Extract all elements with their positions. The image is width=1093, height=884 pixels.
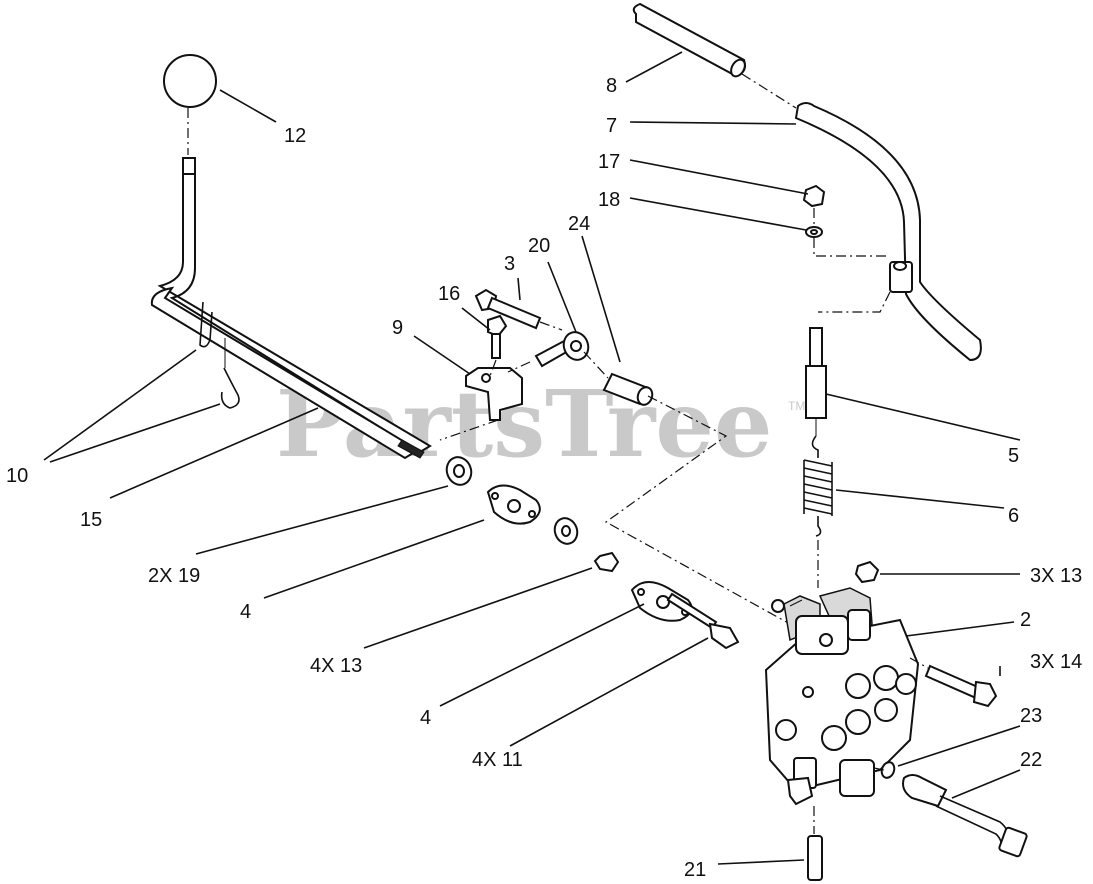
callout-17: 17 <box>598 151 620 173</box>
callout-10: 10 <box>6 465 28 487</box>
part-22-switch-harness[interactable] <box>873 767 1028 858</box>
part-10-hairpin-clip[interactable] <box>199 301 240 409</box>
callout-18: 18 <box>598 189 620 211</box>
part-21-plug[interactable] <box>807 806 823 881</box>
part-11-bolt[interactable] <box>666 592 740 650</box>
part-5-rod[interactable] <box>805 327 827 436</box>
callout-15: 15 <box>80 509 102 531</box>
callout-24: 24 <box>568 213 590 235</box>
part-13-nut-b[interactable] <box>854 560 880 584</box>
part-2-control-valve[interactable] <box>764 587 920 806</box>
callout-4x-11: 4X 11 <box>472 749 523 771</box>
callout-20: 20 <box>528 235 550 257</box>
callout-7: 7 <box>606 115 617 137</box>
part-20-rod-end[interactable] <box>507 329 592 373</box>
part-14-bolt[interactable] <box>909 657 998 708</box>
callout-9: 9 <box>392 317 403 339</box>
part-9-bracket[interactable] <box>439 367 523 441</box>
part-15-lever-shaft[interactable] <box>150 157 432 460</box>
part-13-nut-a[interactable] <box>593 551 620 573</box>
callout-16: 16 <box>438 283 460 305</box>
watermark-trademark: TM <box>788 399 805 413</box>
callout-8: 8 <box>606 75 617 97</box>
part-16-bolt[interactable] <box>487 314 508 377</box>
part-8-grip[interactable] <box>632 2 797 109</box>
callout-22: 22 <box>1020 749 1042 771</box>
handle-dash-line <box>813 208 891 313</box>
part-23-o-ring[interactable] <box>880 760 897 779</box>
callout-4-lower: 4 <box>420 707 431 729</box>
callout-5: 5 <box>1008 445 1019 467</box>
callout-4x-13: 4X 13 <box>310 655 362 677</box>
part-4-plate-b[interactable] <box>630 581 693 622</box>
callout-3: 3 <box>504 253 515 275</box>
callout-2x-19: 2X 19 <box>148 565 200 587</box>
callout-labels: 8 7 17 18 12 3 20 24 16 9 5 6 10 15 2X 1… <box>6 75 1082 881</box>
callout-3x-14: 3X 14 <box>1030 651 1082 673</box>
callout-3x-13: 3X 13 <box>1030 565 1082 587</box>
part-6-spring[interactable] <box>803 435 833 588</box>
part-19-washer-a[interactable] <box>443 454 475 489</box>
leader-lines <box>43 51 1021 865</box>
callout-2: 2 <box>1020 609 1031 631</box>
part-18-washer[interactable] <box>805 226 823 238</box>
part-3-bolt[interactable] <box>474 288 563 331</box>
part-19-washer-b[interactable] <box>551 515 581 547</box>
part-12-knob[interactable] <box>163 54 217 155</box>
part-7-handle[interactable] <box>794 102 982 362</box>
callout-21: 21 <box>684 859 706 881</box>
part-4-plate-a[interactable] <box>486 484 541 525</box>
callout-12: 12 <box>284 125 306 147</box>
assembly-dash-line <box>604 395 791 625</box>
callout-4-upper: 4 <box>240 601 251 623</box>
callout-6: 6 <box>1008 505 1019 527</box>
callout-23: 23 <box>1020 705 1042 727</box>
part-17-nut[interactable] <box>802 184 826 208</box>
